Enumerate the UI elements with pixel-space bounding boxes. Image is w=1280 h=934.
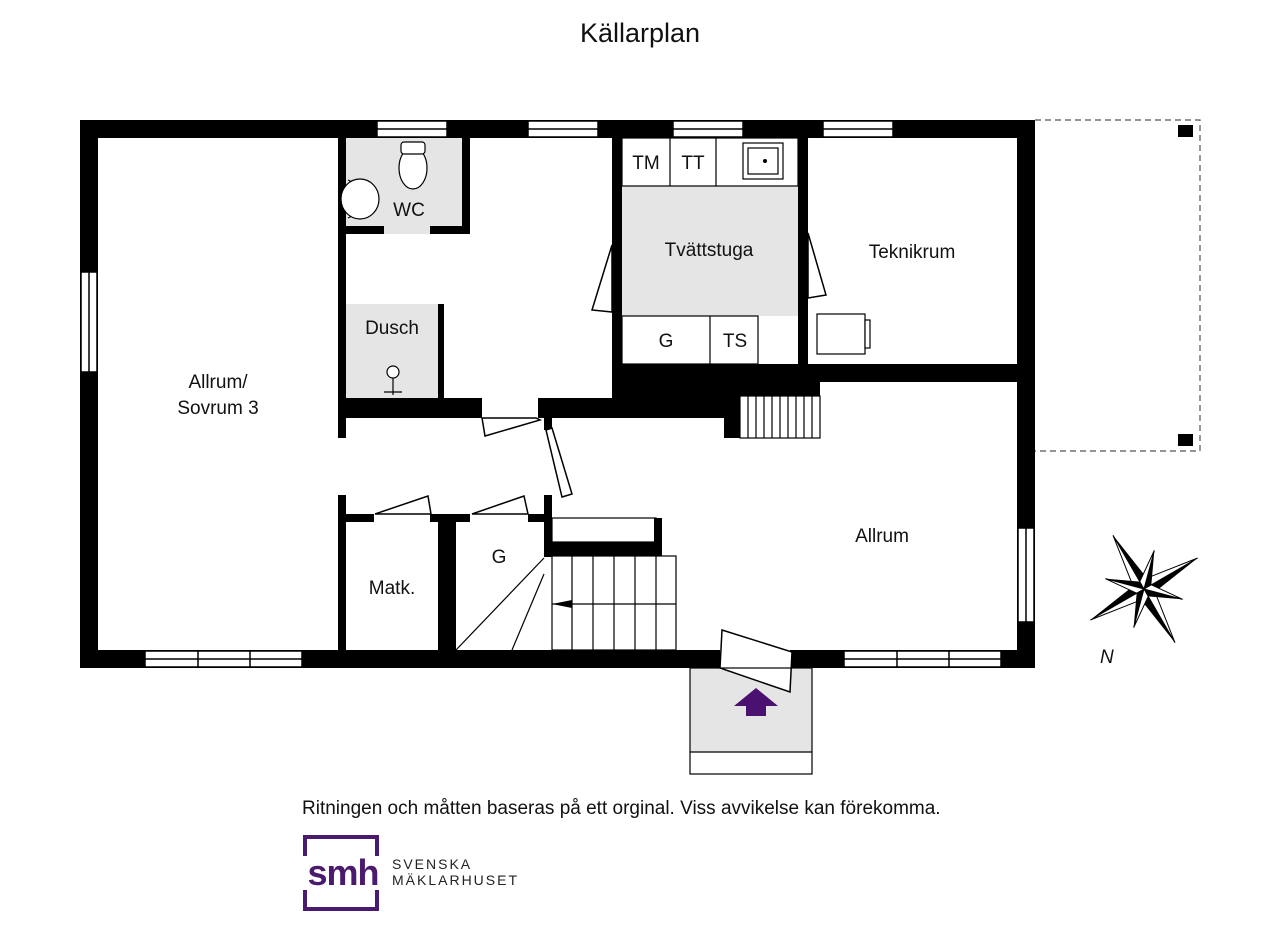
room-label-tvattstuga: Tvättstuga	[665, 240, 754, 261]
doors	[374, 232, 827, 694]
dusch-floor	[346, 304, 438, 398]
brand-line1: SVENSKA	[392, 856, 473, 872]
windows	[80, 120, 1035, 668]
stair-arrow-icon	[552, 600, 572, 608]
room-label-teknikrum: Teknikrum	[869, 242, 956, 263]
stairs	[455, 395, 821, 651]
walls	[80, 120, 1035, 668]
entrance-step	[689, 667, 813, 775]
shower-icon	[386, 365, 400, 379]
disclaimer-text: Ritningen och måtten baseras på ett orgi…	[302, 798, 941, 819]
room-label-wc: WC	[393, 200, 425, 221]
compass-label: N	[1100, 647, 1114, 668]
balcony	[1035, 119, 1201, 452]
fixture-label-tt: TT	[681, 153, 705, 174]
boiler-icon	[816, 313, 866, 355]
entrance-arrow-icon	[734, 688, 778, 716]
brand-line2: MÄKLARHUSET	[392, 872, 520, 888]
room-label-dusch: Dusch	[365, 318, 419, 339]
tvattstuga-floor	[612, 186, 806, 316]
room-label-allrum: Allrum	[855, 526, 909, 547]
compass-icon	[1090, 535, 1198, 643]
brand-name: SVENSKA MÄKLARHUSET	[392, 856, 519, 888]
fixture-label-tm: TM	[632, 153, 659, 174]
fixture-label-g: G	[659, 331, 674, 352]
room-label-matk: Matk.	[369, 578, 415, 599]
page-title: Källarplan	[579, 18, 701, 48]
room-label-allrum-sovrum: Allrum/	[188, 372, 248, 393]
room-label-allrum-sovrum-line2: Sovrum 3	[177, 398, 258, 419]
logo-mark: smh	[302, 855, 384, 891]
room-label-g-stairs: G	[492, 547, 507, 568]
fixture-label-ts: TS	[723, 331, 747, 352]
